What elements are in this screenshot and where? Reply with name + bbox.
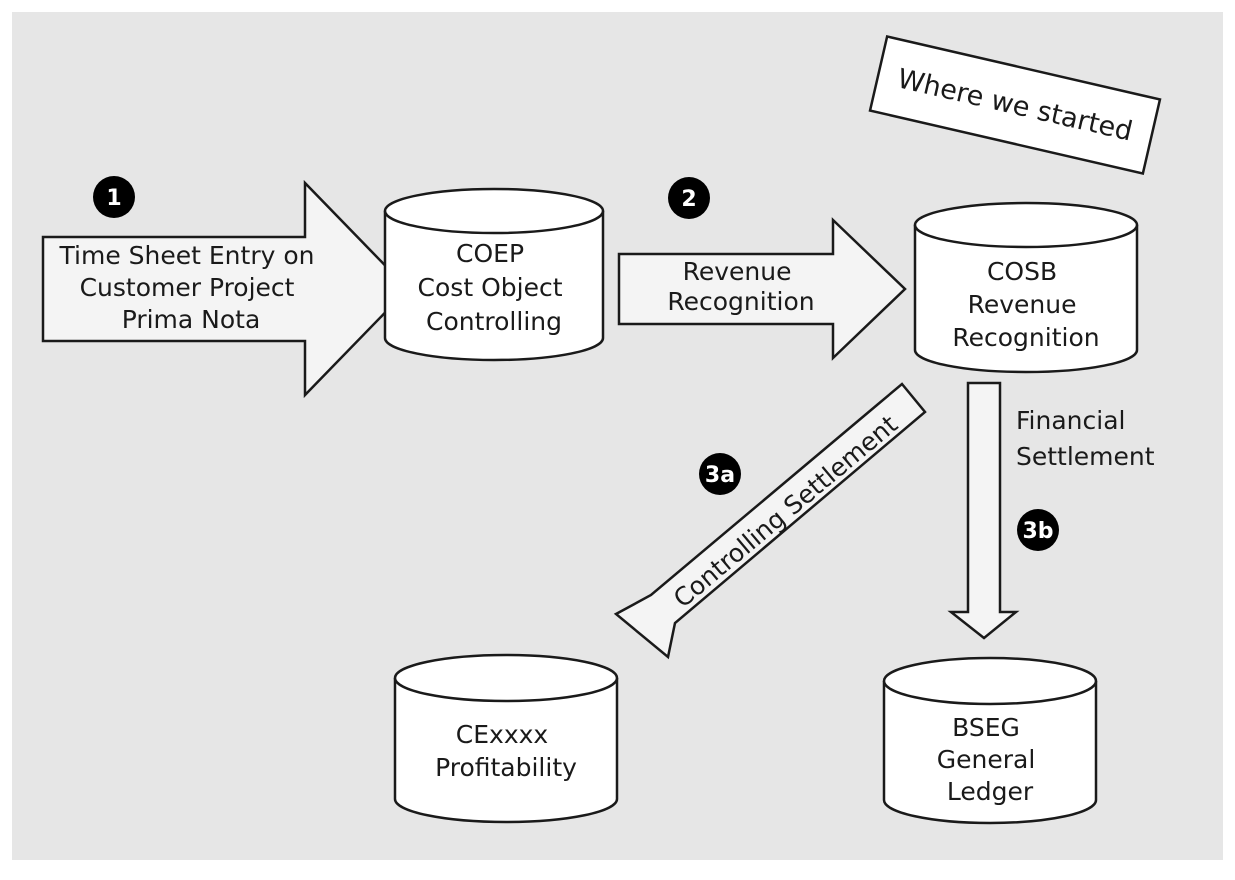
step1-line-1: Time Sheet Entry on — [59, 241, 315, 270]
cosb-database-icon: COSB Revenue Recognition — [913, 201, 1139, 374]
coep-database-icon: COEP Cost Object Controlling — [383, 187, 605, 362]
step3b-badge: 3b — [1017, 509, 1059, 551]
step2-line-2: Recognition — [667, 287, 814, 316]
coep-line-3: Controlling — [426, 307, 562, 336]
cosb-line-3: Recognition — [952, 323, 1099, 352]
step1-line-2: Customer Project — [80, 273, 295, 302]
svg-text:3a: 3a — [705, 463, 735, 488]
cexxxx-line-1: CExxxx — [456, 720, 548, 749]
step3b-arrow — [947, 381, 1020, 640]
coep-line-1: COEP — [456, 239, 524, 268]
cosb-line-1: COSB — [987, 257, 1057, 286]
step2-line-1: Revenue — [683, 257, 792, 286]
step3a-badge: 3a — [699, 453, 741, 495]
svg-text:Financial Settlement: Financial Settlement — [1016, 406, 1155, 471]
svg-text:2: 2 — [681, 187, 696, 212]
step2-badge: 2 — [668, 177, 710, 219]
svg-text:Revenue Recognition: Revenue Recognition — [667, 257, 814, 316]
svg-text:Time Sheet Entry on Cust: Time Sheet Entry on Customer Project Pri… — [59, 241, 323, 334]
cexxxx-line-2: Profitability — [435, 753, 577, 782]
svg-text:1: 1 — [106, 186, 121, 211]
cexxxx-database-icon: CExxxx Profitability — [393, 653, 619, 824]
step3b-line-2: Settlement — [1016, 442, 1155, 471]
bseg-database-icon: BSEG General Ledger — [882, 656, 1098, 825]
svg-text:CExxxx Profitability: CExxxx Profitability — [435, 720, 577, 782]
step3b-line-1: Financial — [1016, 406, 1125, 435]
bseg-line-1: BSEG — [952, 713, 1020, 742]
coep-line-2: Cost Object — [418, 273, 563, 302]
svg-text:BSEG General Ledge: BSEG General Ledger — [937, 713, 1043, 806]
bseg-line-2: General — [937, 745, 1036, 774]
svg-text:3b: 3b — [1022, 519, 1053, 544]
cosb-line-2: Revenue — [968, 290, 1077, 319]
svg-text:COSB Revenue Recog: COSB Revenue Recognition — [952, 257, 1099, 352]
step1-badge: 1 — [93, 176, 135, 218]
step1-arrow: Time Sheet Entry on Customer Project Pri… — [41, 179, 410, 399]
step2-arrow: Revenue Recognition — [617, 217, 907, 361]
step1-line-3: Prima Nota — [122, 305, 261, 334]
svg-text:COEP Cost Object C: COEP Cost Object Controlling — [418, 239, 571, 336]
bseg-line-3: Ledger — [947, 777, 1034, 806]
